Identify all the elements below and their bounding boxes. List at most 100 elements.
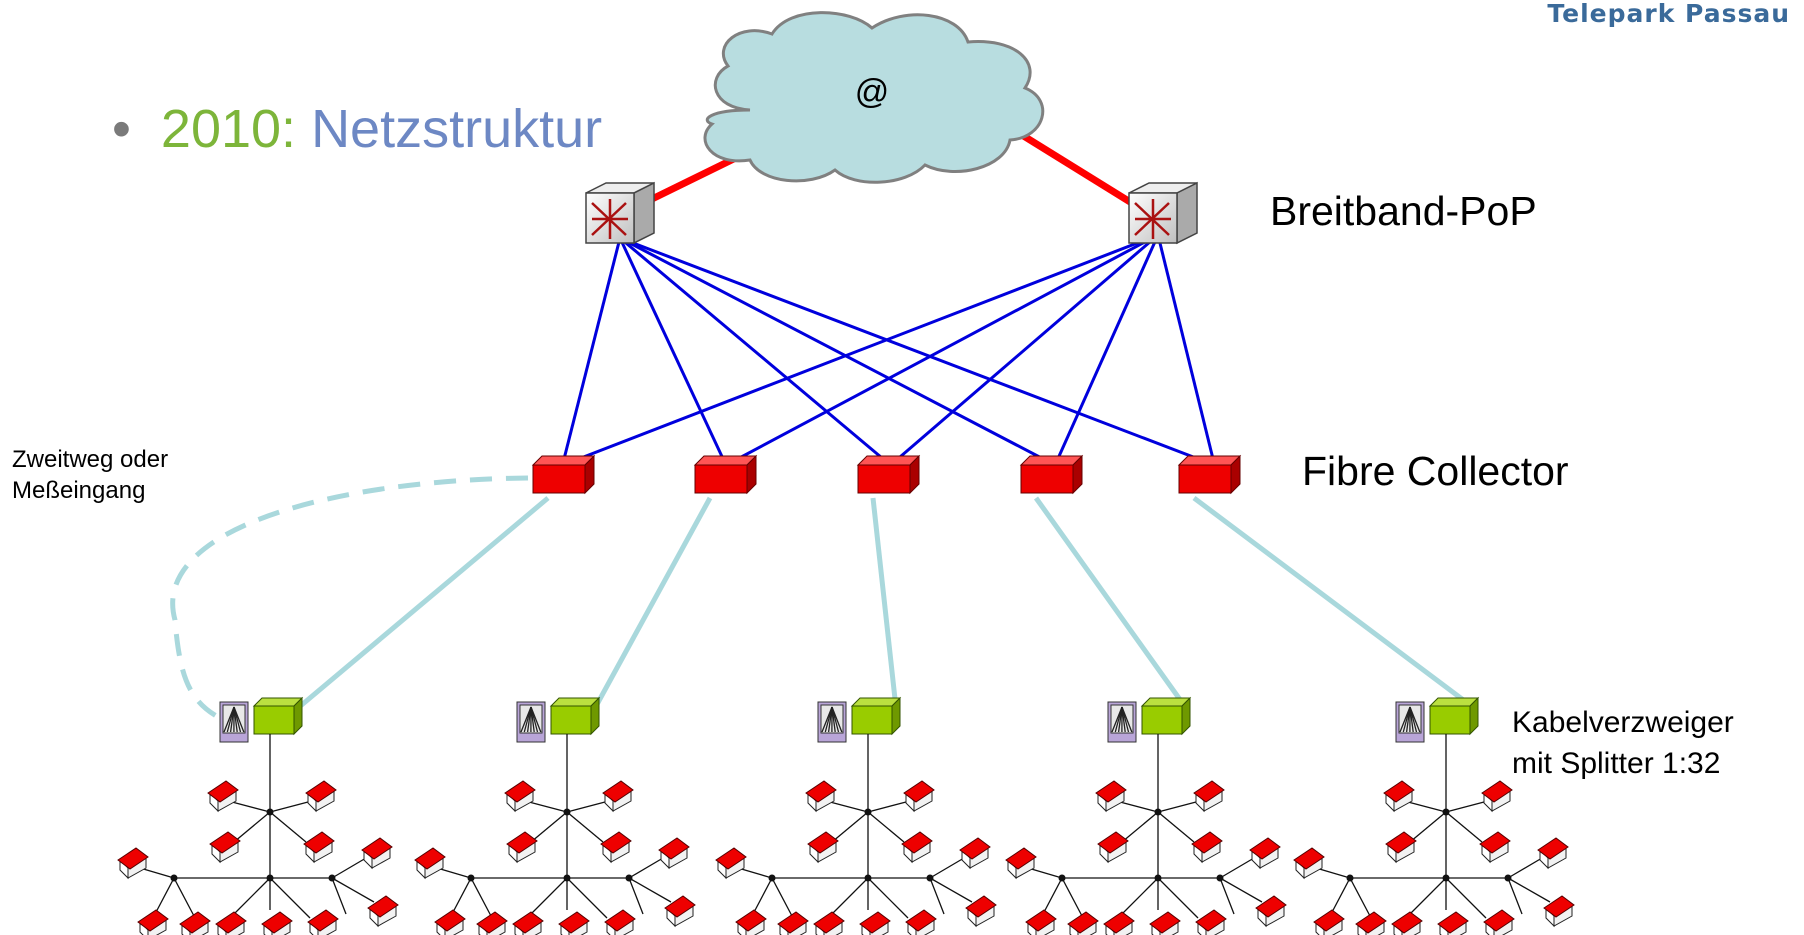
house-2-3 xyxy=(506,831,538,864)
house-3-10 xyxy=(859,911,891,935)
fibre-collector-4 xyxy=(1019,454,1084,495)
backbone-link-right-5 xyxy=(1156,234,1216,464)
links-layer xyxy=(170,132,1476,725)
distribution-tree-1 xyxy=(139,734,375,919)
feeder-link-1 xyxy=(296,496,550,710)
house-1-11 xyxy=(307,909,339,935)
house-5-1 xyxy=(1383,780,1415,813)
zweitweg-label-line2: Meßeingang xyxy=(12,477,146,504)
distribution-tree-2 xyxy=(436,734,672,919)
house-4-5 xyxy=(1005,847,1037,880)
fibre-collector-5 xyxy=(1177,454,1242,495)
house-5-11 xyxy=(1483,909,1515,935)
house-1-8 xyxy=(179,911,211,935)
house-1-3 xyxy=(209,831,241,864)
house-1-4 xyxy=(303,831,335,864)
house-2-7 xyxy=(434,909,466,935)
house-4-8 xyxy=(1067,911,1099,935)
street-cabinet-4 xyxy=(1140,696,1192,736)
zweitweg-dashed-link xyxy=(170,475,529,725)
house-1-10 xyxy=(261,911,293,935)
distribution-tree-4 xyxy=(1027,734,1263,919)
house-4-1 xyxy=(1095,780,1127,813)
house-1-12 xyxy=(367,895,399,928)
house-2-12 xyxy=(664,895,696,928)
breitband-pop-router-right xyxy=(1128,181,1198,245)
house-2-5 xyxy=(414,847,446,880)
title-text: Netzstruktur xyxy=(311,99,603,159)
fibre-collector-label: Fibre Collector xyxy=(1302,448,1569,494)
kabelverzweiger-label-line2: mit Splitter 1:32 xyxy=(1512,747,1721,780)
distribution-tree-3 xyxy=(737,734,973,919)
house-1-5 xyxy=(117,847,149,880)
backbone-link-left-1 xyxy=(561,237,622,464)
splitter-2 xyxy=(516,701,546,743)
house-1-6 xyxy=(361,837,393,870)
house-4-6 xyxy=(1249,837,1281,870)
house-3-9 xyxy=(813,911,845,935)
title-year: 2010: xyxy=(160,99,297,159)
house-5-3 xyxy=(1385,831,1417,864)
house-4-11 xyxy=(1195,909,1227,935)
street-cabinet-1 xyxy=(252,696,304,736)
house-3-3 xyxy=(807,831,839,864)
house-2-2 xyxy=(602,780,634,813)
slide-title: • 2010: Netzstruktur xyxy=(112,98,602,160)
internet-cloud: @ xyxy=(703,11,1045,184)
house-4-4 xyxy=(1191,831,1223,864)
splitter-4 xyxy=(1107,701,1137,743)
house-5-9 xyxy=(1391,911,1423,935)
house-3-7 xyxy=(735,909,767,935)
house-1-2 xyxy=(305,780,337,813)
house-1-9 xyxy=(215,911,247,935)
splitter-1 xyxy=(219,701,249,743)
backbone-link-left-4 xyxy=(619,236,1052,465)
house-3-8 xyxy=(777,911,809,935)
house-5-7 xyxy=(1313,909,1345,935)
house-4-10 xyxy=(1149,911,1181,935)
house-4-12 xyxy=(1255,895,1287,928)
splitter-3 xyxy=(817,701,847,743)
house-1-1 xyxy=(207,780,239,813)
kabelverzweiger-label-line1: Kabelverzweiger xyxy=(1512,706,1734,739)
house-2-11 xyxy=(604,909,636,935)
house-4-7 xyxy=(1025,909,1057,935)
breitband-pop-router-left xyxy=(585,181,655,245)
street-cabinet-2 xyxy=(549,696,601,736)
fibre-collector-1 xyxy=(531,454,596,495)
fibre-collector-3 xyxy=(856,454,921,495)
street-cabinet-5 xyxy=(1428,696,1480,736)
backbone-link-right-1 xyxy=(567,233,1159,465)
breitband-pop-label: Breitband-PoP xyxy=(1270,188,1537,234)
distribution-tree-5 xyxy=(1315,734,1551,919)
backbone-link-right-2 xyxy=(729,233,1159,465)
backbone-link-left-5 xyxy=(619,236,1210,465)
feeder-link-4 xyxy=(1033,496,1189,710)
brand-logo-text: Telepark Passau xyxy=(1547,0,1790,28)
backbone-link-right-4 xyxy=(1054,234,1160,464)
house-3-5 xyxy=(715,847,747,880)
house-3-4 xyxy=(901,831,933,864)
cloud-at-label: @ xyxy=(855,73,890,111)
zweitweg-label-line1: Zweitweg oder xyxy=(12,446,169,473)
house-4-2 xyxy=(1193,780,1225,813)
house-5-2 xyxy=(1481,780,1513,813)
house-4-9 xyxy=(1103,911,1135,935)
house-2-6 xyxy=(658,837,690,870)
house-4-3 xyxy=(1097,831,1129,864)
street-cabinet-3 xyxy=(850,696,902,736)
house-3-2 xyxy=(903,780,935,813)
access-layer xyxy=(117,696,1575,935)
house-2-8 xyxy=(476,911,508,935)
feeder-link-2 xyxy=(592,496,713,710)
house-5-6 xyxy=(1537,837,1569,870)
house-2-1 xyxy=(504,780,536,813)
house-3-11 xyxy=(905,909,937,935)
fibre-collector-2 xyxy=(693,454,758,495)
title-bullet: • xyxy=(112,99,131,159)
backbone-link-left-3 xyxy=(619,236,889,465)
devices-layer xyxy=(531,181,1242,495)
feeder-link-5 xyxy=(1192,496,1476,710)
feeder-link-3 xyxy=(870,497,899,709)
